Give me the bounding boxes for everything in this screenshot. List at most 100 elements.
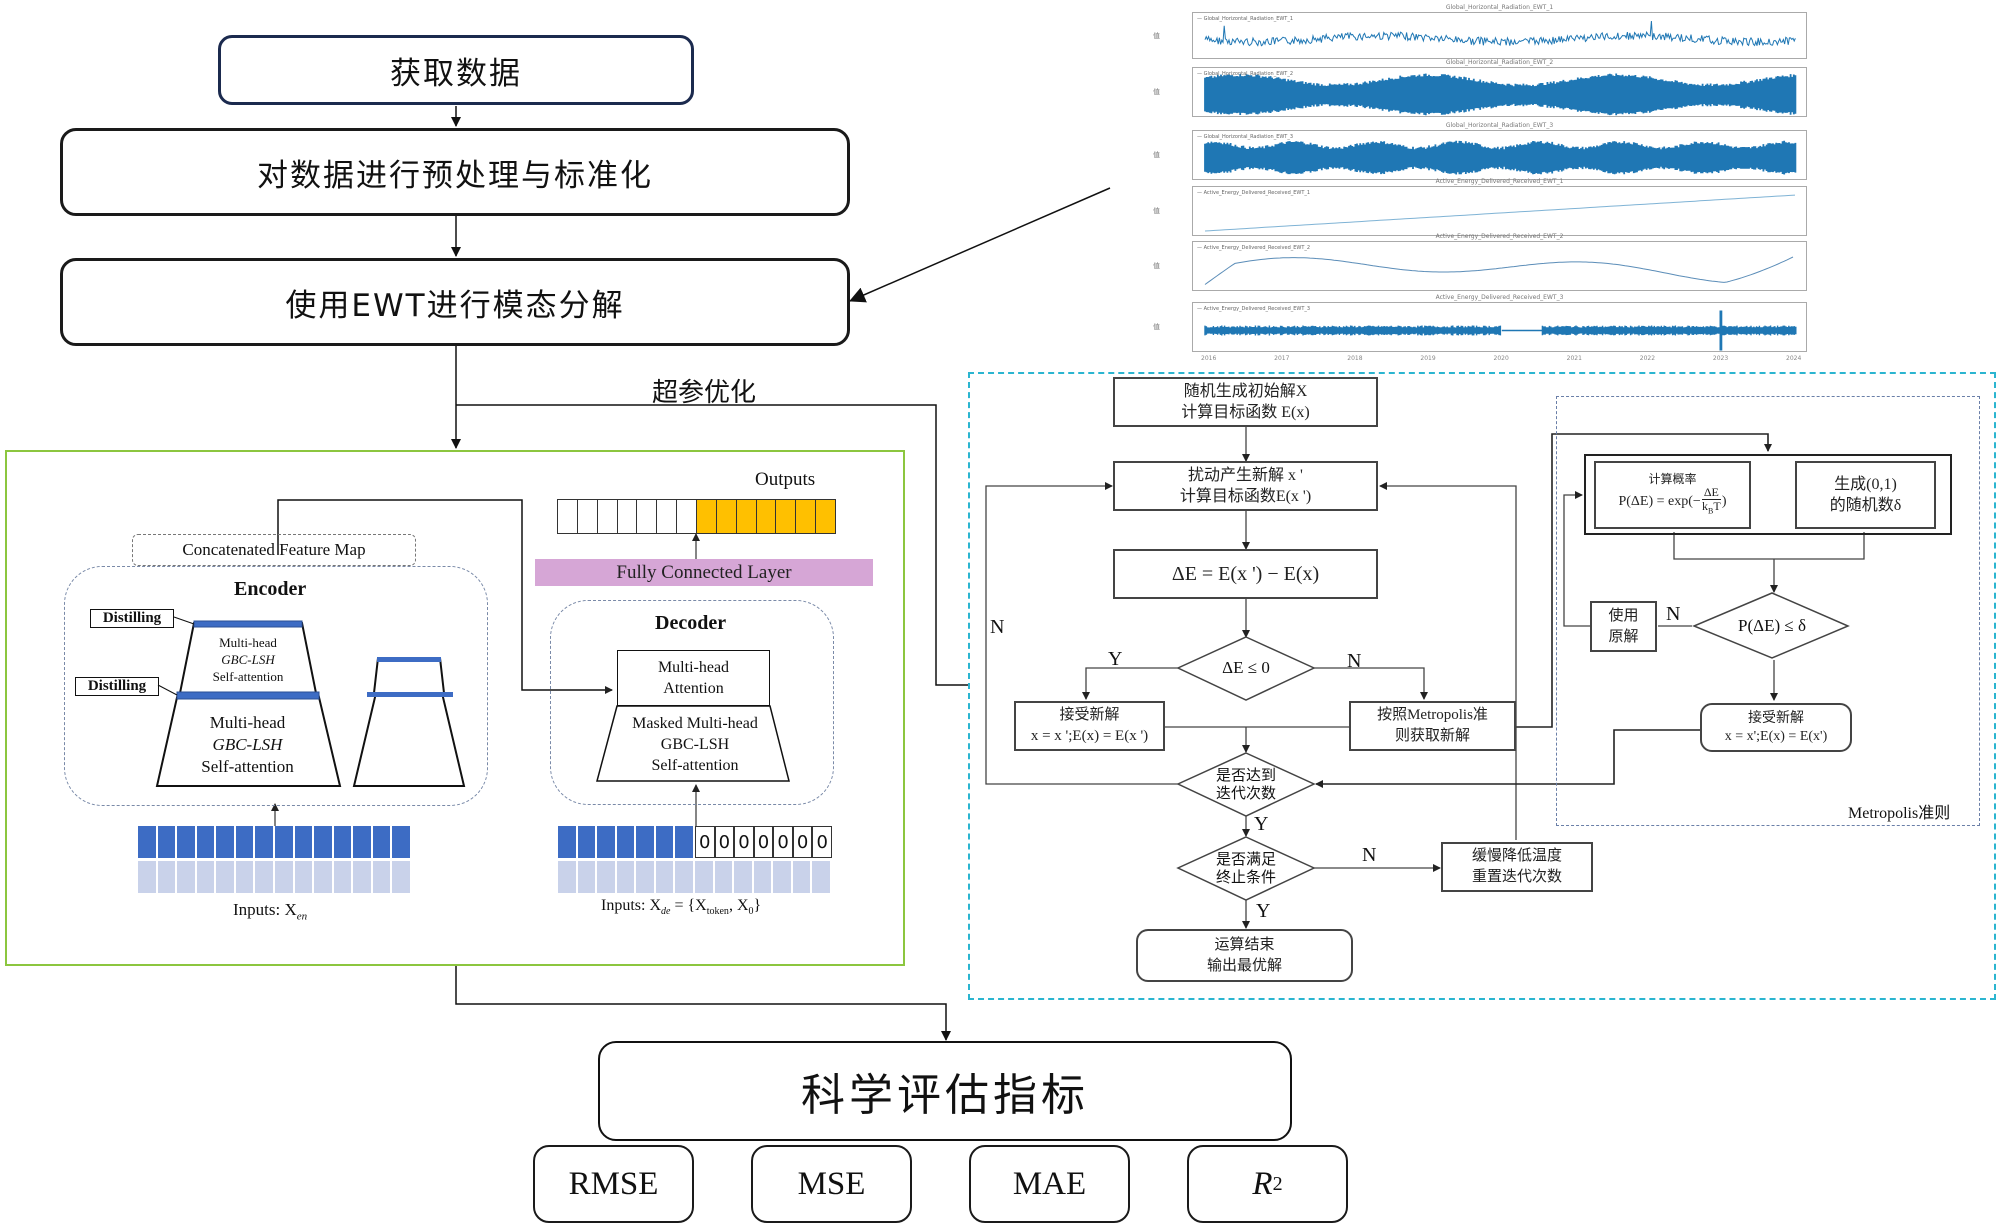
enc-input-token <box>255 826 273 858</box>
sa-metropolis-line-1: 按照Metropolis准 <box>1377 707 1488 723</box>
enc-input-embedding <box>353 861 371 893</box>
metric-rmse: RMSE <box>533 1145 694 1223</box>
dec-input-embedding <box>558 861 576 893</box>
decoder-title: Decoder <box>655 612 727 634</box>
encoder-stack <box>155 616 466 787</box>
metro-accept-line-1: 接受新解 <box>1748 710 1804 726</box>
dec-input-start-token <box>616 826 635 858</box>
metro-prob-den-k: k <box>1701 499 1708 514</box>
encoder-side-layer-1 <box>352 692 466 787</box>
ewt-xtick: 2018 <box>1347 355 1363 362</box>
enc-input-embedding <box>177 861 195 893</box>
metric-mae: MAE <box>969 1145 1130 1223</box>
ewt-signal-line <box>1204 20 1796 47</box>
concat-map-label: Concatenated Feature Map <box>182 540 366 559</box>
sa-cond1-diamond <box>1176 636 1316 701</box>
encoder-input-label: Inputs: Xen <box>233 900 307 922</box>
side-distilling-bar-2 <box>367 692 453 697</box>
enc-small-line-1: Multi-head <box>219 634 277 650</box>
enc-input-embedding <box>216 861 234 893</box>
metro-prob-box: 计算概率 P(ΔE) = exp(− ΔE kBT ) <box>1594 461 1751 529</box>
enc-input-text: Inputs: X <box>233 900 297 919</box>
encoder-big-text: Multi-head GBC-LSH Self-attention <box>180 709 315 781</box>
dec-input-start-token <box>558 826 576 858</box>
enc-input-embedding <box>138 861 156 893</box>
metro-prob-title: 计算概率 <box>1648 472 1697 487</box>
enc-big-line-1: Multi-head <box>209 713 286 732</box>
enc-input-embedding <box>157 861 176 893</box>
encoder-input-tokens <box>138 826 412 894</box>
decoder-cross-attention: Multi-head Attention <box>617 650 770 706</box>
sa-stop-diamond <box>1176 836 1316 901</box>
dec-input-zero-placeholder: 0 <box>753 826 774 858</box>
sa-init-line-2: 计算目标函数 E(x) <box>1181 404 1310 421</box>
sa-cool-box: 缓慢降低温度 重置迭代次数 <box>1441 842 1593 892</box>
ewt-subplot: Active_Energy_Delivered_Received_EWT_1— … <box>1153 178 1807 236</box>
encoder-block <box>64 566 488 806</box>
metric-r2-sup: 2 <box>1272 1172 1283 1195</box>
ewt-subplot: Global_Horizontal_Radiation_EWT_2— Globa… <box>1153 59 1807 117</box>
ewt-subplot-ylabel: 值 <box>1153 88 1160 97</box>
ewt-signal <box>1204 73 1797 116</box>
encoder-small-text: Multi-head GBC-LSH Self-attention <box>188 630 308 688</box>
metric-mse: MSE <box>751 1145 912 1223</box>
enc-input-embedding <box>255 861 273 893</box>
distilling-text-1: Distilling <box>102 610 162 626</box>
distilling-text-2: Distilling <box>87 678 147 694</box>
dec-input-embedding <box>773 861 791 893</box>
ewt-subplot: Global_Horizontal_Radiation_EWT_1— Globa… <box>1153 4 1807 59</box>
dec-input-embedding <box>655 861 674 893</box>
ewt-subplot-title: Global_Horizontal_Radiation_EWT_2 <box>1445 59 1554 66</box>
decoder-input-label: Inputs: Xde = {Xtoken, X0} <box>601 897 761 917</box>
ewt-signal-line <box>1204 140 1797 175</box>
fully-connected-layer: Fully Connected Layer <box>535 559 873 586</box>
sa-end-box: 运算结束 输出最优解 <box>1136 929 1353 982</box>
ewt-xtick: 2023 <box>1712 355 1729 362</box>
output-cell-predicted <box>795 499 817 534</box>
ewt-subplot: Active_Energy_Delivered_Received_EWT_3 — … <box>1153 294 1807 362</box>
enc-input-token <box>333 826 352 858</box>
step-ewt-decompose-label: 使用EWT进行模态分解 <box>285 287 625 324</box>
sa-stop-yes: Y <box>1256 900 1271 922</box>
dec-input-embedding <box>636 861 654 893</box>
distilling-bar-2 <box>176 691 320 700</box>
enc-input-token <box>275 826 293 858</box>
output-cell-predicted <box>815 499 836 534</box>
ewt-xtick: 2016 <box>1201 355 1217 362</box>
ewt-signal-line <box>1204 256 1794 285</box>
ewt-subplot-legend: — Active_Energy_Delivered_Received_EWT_3 <box>1197 306 1311 312</box>
sa-iter-no: N <box>990 616 1005 638</box>
sa-iter-diamond <box>1176 752 1316 817</box>
arrow-to-evaluation <box>455 966 951 1041</box>
dec-input-sub: de <box>661 906 671 918</box>
ewt-xtick: 2021 <box>1566 355 1582 362</box>
sa-perturb-box: 扰动产生新解 x ' 计算目标函数E(x ') <box>1113 461 1378 511</box>
output-cell-empty <box>596 499 618 534</box>
ewt-subplot: Global_Horizontal_Radiation_EWT_3— Globa… <box>1153 122 1807 180</box>
metro-rand-box: 生成(0,1) 的随机数δ <box>1795 461 1936 529</box>
decoder-masked-attention-shape <box>596 705 790 782</box>
dec-input-embedding <box>616 861 635 893</box>
ewt-signal-line <box>1204 310 1797 351</box>
ewt-subplot-title: Active_Energy_Delivered_Received_EWT_2 <box>1435 233 1564 240</box>
ewt-subplot-title: Active_Energy_Delivered_Received_EWT_3 <box>1435 294 1564 301</box>
step-preprocess: 对数据进行预处理与标准化 <box>60 128 850 216</box>
sa-iter-yes: Y <box>1254 813 1269 835</box>
sa-cond1-label: ΔE ≤ 0 <box>1222 658 1270 677</box>
enc-input-token <box>372 826 391 858</box>
metropolis-region <box>1556 396 1980 826</box>
sa-cond1-yes: Y <box>1108 648 1123 670</box>
dec-input-zero-placeholder: 0 <box>773 826 793 858</box>
output-cell-predicted <box>755 499 777 534</box>
metro-cond-no: N <box>1666 603 1681 625</box>
dec-input-embedding <box>812 861 830 893</box>
decoder-block <box>550 600 834 805</box>
enc-input-token <box>138 826 156 858</box>
simulated-annealing-panel <box>968 372 1996 1000</box>
enc-input-embedding <box>314 861 332 893</box>
sa-init-line-1: 随机生成初始解X <box>1183 383 1308 400</box>
output-cell-predicted <box>735 499 757 534</box>
output-cell-predicted <box>775 499 797 534</box>
evaluation-label: 科学评估指标 <box>801 1070 1089 1121</box>
